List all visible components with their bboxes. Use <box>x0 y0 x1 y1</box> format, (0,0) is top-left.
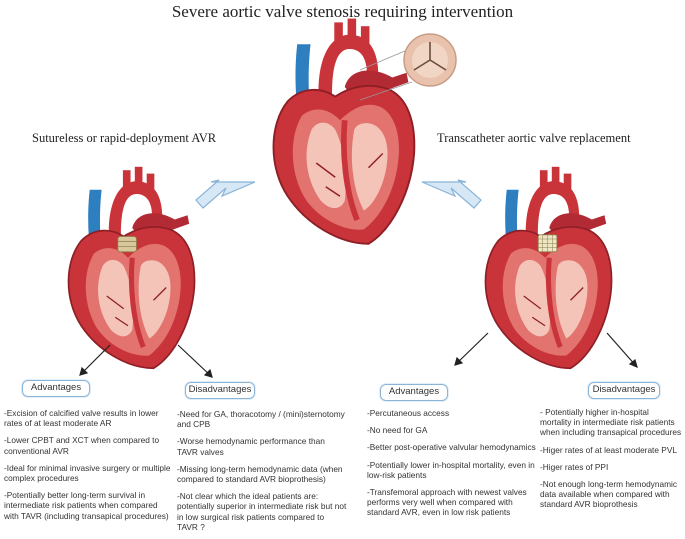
sutureless-disadvantages-list: -Need for GA, thoracotomy / (mini)sterno… <box>177 409 347 539</box>
list-item: - Potentially higher in-hospital mortali… <box>540 407 682 438</box>
list-item: -Ideal for minimal invasive surgery or m… <box>4 462 171 484</box>
list-item: -Higer rates of PPI <box>540 461 609 472</box>
center-heart-illustration <box>274 19 415 244</box>
tavr-advantages-list: -Percutaneous access -No need for GA -Be… <box>367 408 537 525</box>
list-item: -Not enough long-term hemodynamic data a… <box>540 479 677 510</box>
thin-arrows <box>79 332 638 378</box>
list-item: -Higer rates of at least moderate PVL <box>540 444 677 455</box>
list-item: -Excision of calcified valve results in … <box>4 408 159 429</box>
tavr-disadvantages-label: Disadvantages <box>588 382 660 399</box>
tavr-advantages-label: Advantages <box>380 384 448 401</box>
list-item: -Transfemoral approach with newest valve… <box>367 487 527 518</box>
sutureless-advantages-list: -Excision of calcified valve results in … <box>4 408 174 528</box>
page-title: Severe aortic valve stenosis requiring i… <box>171 2 514 21</box>
sutureless-disadvantages-label: Disadvantages <box>185 382 255 399</box>
list-item: -Worse hemodynamic performance than TAVR… <box>177 436 325 457</box>
tavr-disadvantages-list: - Potentially higher in-hospital mortali… <box>540 407 682 517</box>
list-item: -Not clear which the ideal patients are:… <box>177 491 347 532</box>
sutureless-heading: Sutureless or rapid-deployment AVR <box>32 131 217 145</box>
tavr-heart-illustration <box>486 167 612 368</box>
list-item: -Potentially better long-term survival i… <box>4 490 169 521</box>
valve-inset-illustration <box>359 33 457 101</box>
arrow-to-tavr <box>421 179 482 209</box>
list-item: -Better post-operative valvular hemodyna… <box>367 442 536 453</box>
list-item: -Potentially lower in-hospital mortality… <box>367 459 535 480</box>
sutureless-advantages-label: Advantages <box>22 380 90 397</box>
list-item: -Need for GA, thoracotomy / (mini)sterno… <box>177 409 345 430</box>
list-item: -Percutaneous access <box>367 408 450 418</box>
arrow-to-sutureless <box>195 179 256 209</box>
list-item: -No need for GA <box>367 425 428 436</box>
sutureless-heart-illustration <box>69 167 195 368</box>
list-item: -Lower CPBT and XCT when compared to con… <box>4 435 160 456</box>
list-item: -Missing long-term hemodynamic data (whe… <box>177 463 343 485</box>
tavr-heading: Transcatheter aortic valve replacement <box>437 131 631 145</box>
